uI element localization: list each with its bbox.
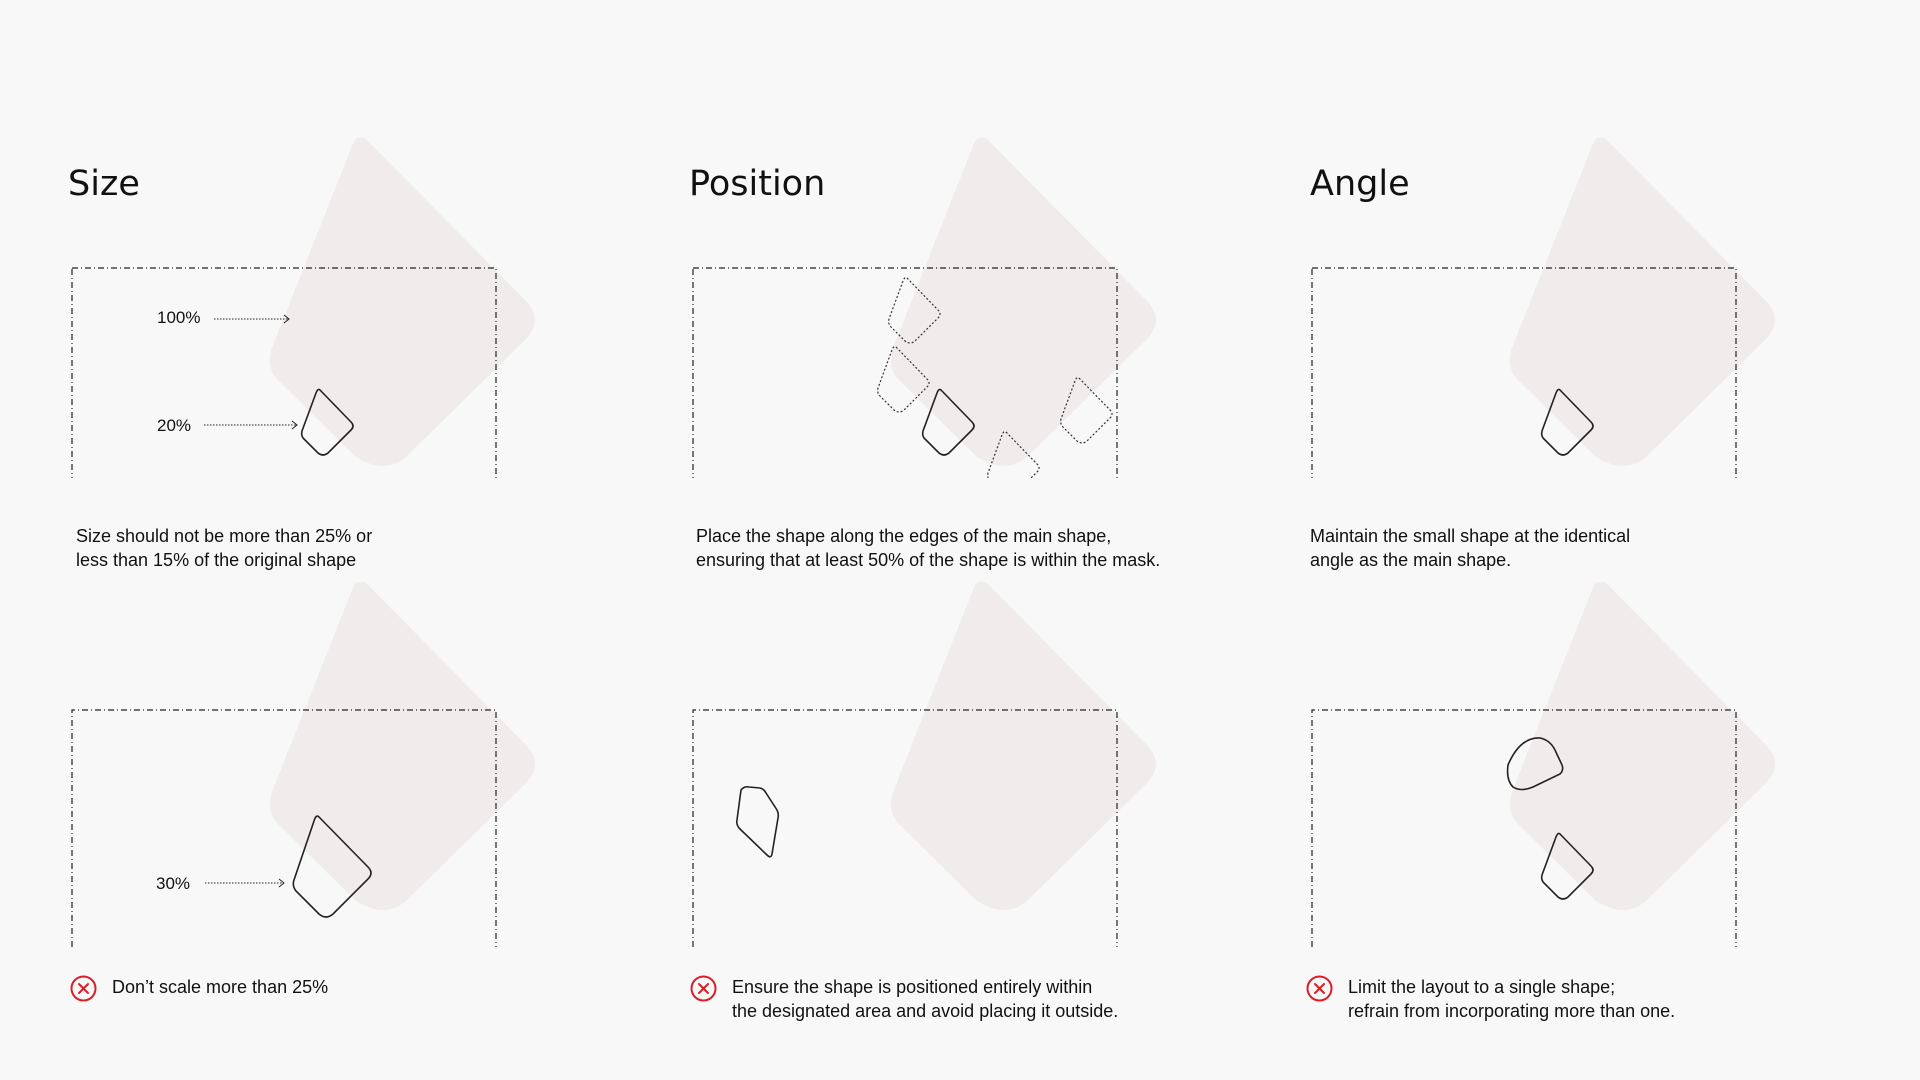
mask-frame [692,709,1118,947]
main-shape [1510,582,1775,910]
main-shape [1510,138,1775,466]
mask-frame [71,267,497,478]
size-do-panel [70,138,590,478]
heading-size: Size [68,164,140,204]
mask-frame [692,267,1118,478]
small-shape [921,388,975,456]
angle-dont-caption: Limit the layout to a single shape; refr… [1348,977,1676,1021]
size-do-caption: Size should not be more than 25% or less… [76,526,373,570]
angle-do-caption: Maintain the small shape at the identica… [1310,526,1631,570]
size-dont-row: Don’t scale more than 25% [70,975,328,1002]
heading-angle: Angle [1310,164,1410,204]
oversized-shape [292,815,372,918]
position-do-panel [691,138,1211,478]
position-do-caption: Place the shape along the edges of the m… [696,526,1161,570]
size-dont-panel [70,582,590,947]
label-20-percent: 20% [157,416,192,435]
close-circle-icon [690,975,717,1002]
main-shape [891,138,1156,466]
small-shape [1540,832,1594,900]
extra-shape [1506,737,1564,791]
main-shape [270,138,535,466]
mask-frame [1311,709,1737,947]
mask-frame [71,709,497,947]
label-30-percent: 30% [156,874,191,893]
position-dont-caption: Ensure the shape is positioned entirely … [732,977,1119,1021]
misplaced-shape [736,786,780,858]
small-shape [300,388,354,456]
main-shape [891,582,1156,910]
close-circle-icon [70,975,97,1002]
main-shape [270,582,535,910]
heading-position: Position [689,164,826,204]
angle-dont-panel [1310,582,1830,947]
angle-do-panel [1310,138,1830,478]
position-dont-panel [691,582,1211,947]
small-shape [1540,388,1594,456]
angle-dont-row: Limit the layout to a single shape; refr… [1306,975,1675,1023]
ghost-shapes [877,276,1113,478]
label-100-percent: 100% [157,308,201,327]
size-dont-caption: Don’t scale more than 25% [112,977,329,997]
position-dont-row: Ensure the shape is positioned entirely … [690,975,1118,1023]
mask-frame [1311,267,1737,478]
close-circle-icon [1306,975,1333,1002]
